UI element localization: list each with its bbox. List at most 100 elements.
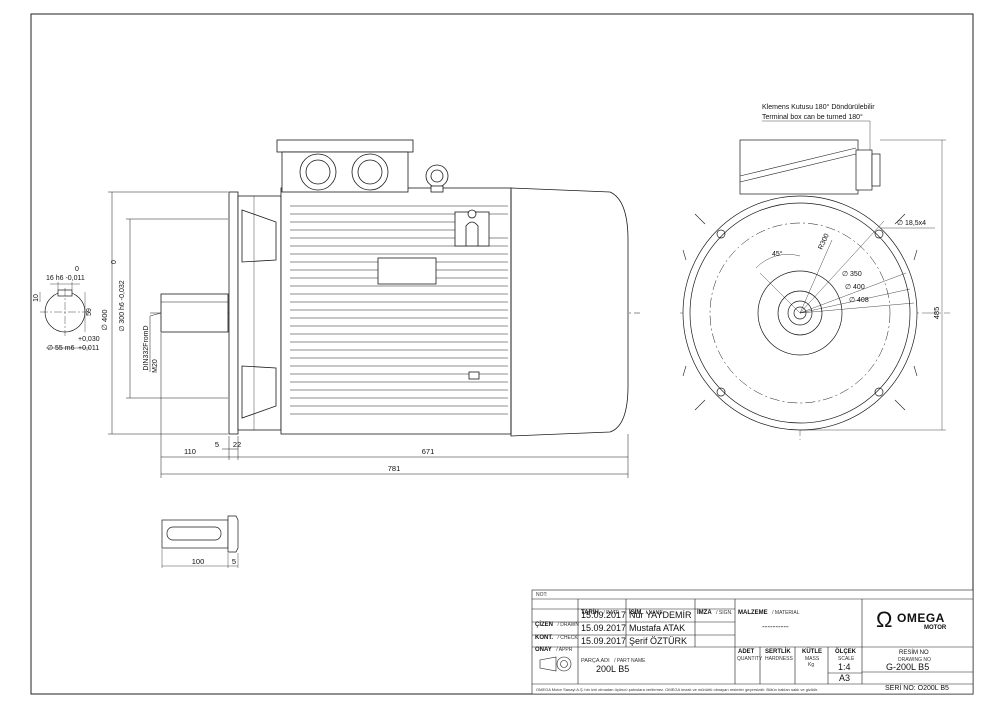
- header-tarih: TARİH / DATE: [581, 601, 619, 619]
- dim-din: DIN332FromD: [143, 325, 150, 370]
- front-view: [150, 139, 640, 437]
- part-icon: [539, 656, 572, 672]
- dim-671: 671: [422, 447, 435, 456]
- lifting-eye: [425, 164, 449, 188]
- svg-text:Ω: Ω: [876, 607, 892, 632]
- adet-en: QUANTITY: [737, 656, 763, 662]
- olcek-label: ÖLÇEK: [835, 649, 856, 655]
- header-imza: İMZA / SIGN.: [697, 601, 733, 619]
- terminal-box: [276, 139, 414, 153]
- row-drawn-role: ÇİZEN / DRAWN: [535, 613, 579, 631]
- dim-781: 781: [388, 464, 401, 473]
- side-view: [680, 120, 950, 440]
- cable-gland: [299, 153, 337, 191]
- row-check-name: Mustafa ATAK: [629, 623, 686, 633]
- motor-shaft: [160, 293, 229, 333]
- flange-hole: [716, 387, 726, 397]
- header-isim: İSİM / NAME: [629, 601, 663, 619]
- row-drawn-name: Nur YAYDEMİR: [629, 610, 692, 620]
- sheet-size: A3: [839, 673, 851, 683]
- shaft-section: [39, 282, 90, 349]
- header-isim-en: / NAME: [645, 610, 664, 616]
- side-terminal-box: [739, 139, 859, 195]
- dim-5: 5: [215, 440, 219, 449]
- header-isim-tr: İSİM: [629, 610, 642, 616]
- shaft-tol-upper: +0,030: [78, 336, 100, 343]
- kutle-unit: Kg: [808, 662, 815, 668]
- note-tr: Klemens Kutusu 180° Döndürülebilir: [762, 103, 875, 111]
- row-check-date: 15.09.2017: [581, 623, 627, 633]
- header-tarih-tr: TARİH: [581, 610, 599, 616]
- row-appr-date: 15.09.2017: [581, 636, 627, 646]
- row-drawn-date: 15.09.2017: [581, 610, 627, 620]
- adet-label: ADET: [738, 649, 755, 655]
- row-appr-name: Şerif ÖZTÜRK: [629, 636, 688, 646]
- key-end: 5: [232, 557, 236, 566]
- motor-body: [280, 187, 512, 435]
- ground-terminal: [468, 371, 480, 380]
- dim-22: 22: [233, 440, 241, 449]
- malzeme-label: MALZEME / MATERIAL: [738, 601, 800, 619]
- dim-phi300-zero: 0: [111, 260, 118, 264]
- shaft-tol-lower: +0,011: [78, 345, 99, 352]
- logo-text: OMEGA: [897, 611, 945, 625]
- flange-hole: [716, 229, 726, 239]
- shaft-depth: 59: [86, 308, 93, 316]
- parca-label: PARÇA ADI / PART NAME: [581, 649, 646, 667]
- d400-label: ∅ 400: [845, 284, 865, 291]
- cable-gland: [351, 153, 389, 191]
- row-appr-role-en: / APPR: [556, 647, 573, 653]
- kutle-label: KÜTLE: [802, 649, 822, 655]
- seri-no: SERİ NO: O200L B5: [885, 685, 949, 692]
- fan-cover: [510, 187, 629, 437]
- shaft-key-height: 10: [33, 294, 40, 302]
- angle-label: 45°: [772, 250, 783, 258]
- resim-no-label: RESİM NO: [899, 650, 929, 656]
- drawing-no: G-200L B5: [886, 662, 930, 672]
- kutle-en: MASS: [805, 656, 820, 662]
- key-view: [161, 515, 239, 568]
- header-tarih-en: / DATE: [603, 610, 620, 616]
- row-appr-role-tr: ONAY: [535, 647, 552, 653]
- dim-phi400: ∅ 400: [100, 309, 109, 330]
- part-name: 200L B5: [596, 664, 630, 674]
- row-check-role-en: / CHECK: [557, 635, 578, 641]
- d408-label: ∅ 408: [849, 297, 869, 304]
- row-drawn-role-en: / DRAWN: [557, 622, 579, 628]
- cooling-fins: [290, 205, 508, 415]
- shaft-end: [793, 306, 807, 320]
- header-imza-tr: İMZA: [697, 610, 712, 616]
- shaft-dia: ∅ 55 m6: [47, 345, 75, 352]
- dim-110: 110: [184, 447, 196, 456]
- flange-hole: [874, 229, 884, 239]
- parca-en: / PART NAME: [614, 658, 646, 664]
- motor-flange: [228, 191, 239, 435]
- nameplate: [377, 257, 437, 285]
- dim-m20: M20: [152, 359, 159, 373]
- row-check-role: KONT. / CHECK: [535, 626, 578, 644]
- dim-phi300: ∅ 300 h6 -0,032: [119, 280, 126, 331]
- drawing-frame: [30, 13, 974, 695]
- scale-value: 1:4: [838, 662, 851, 672]
- malzeme-tr: MALZEME: [738, 610, 768, 616]
- hole-label: ∅ 18,5x4: [897, 220, 926, 227]
- sertlik-en: HARDNESS: [765, 656, 793, 662]
- malzeme-en: / MATERIAL: [772, 610, 800, 616]
- sertlik-label: SERTLİK: [765, 649, 791, 655]
- shaft-width-zero: 0: [75, 266, 79, 273]
- front-dimensions: [108, 191, 629, 478]
- note-en: Terminal box can be turned 180°: [762, 113, 863, 121]
- row-check-role-tr: KONT.: [535, 635, 553, 641]
- shaft-width: 16 h6 -0,011: [46, 275, 85, 282]
- malzeme-value: ----------: [762, 622, 789, 631]
- key-length: 100: [192, 557, 205, 566]
- olcek-en: SCALE: [838, 656, 855, 662]
- parca-tr: PARÇA ADI: [581, 658, 610, 664]
- footer-note: OMEGA Motor Sanayi A.Ş.'nin izni olmadan…: [536, 687, 818, 692]
- row-drawn-role-tr: ÇİZEN: [535, 622, 553, 628]
- omega-logo-icon: Ω: [876, 607, 892, 632]
- height-label: 485: [932, 307, 941, 320]
- resim-no-en: DRAWING NO: [898, 657, 931, 663]
- logo-sub: MOTOR: [924, 625, 947, 631]
